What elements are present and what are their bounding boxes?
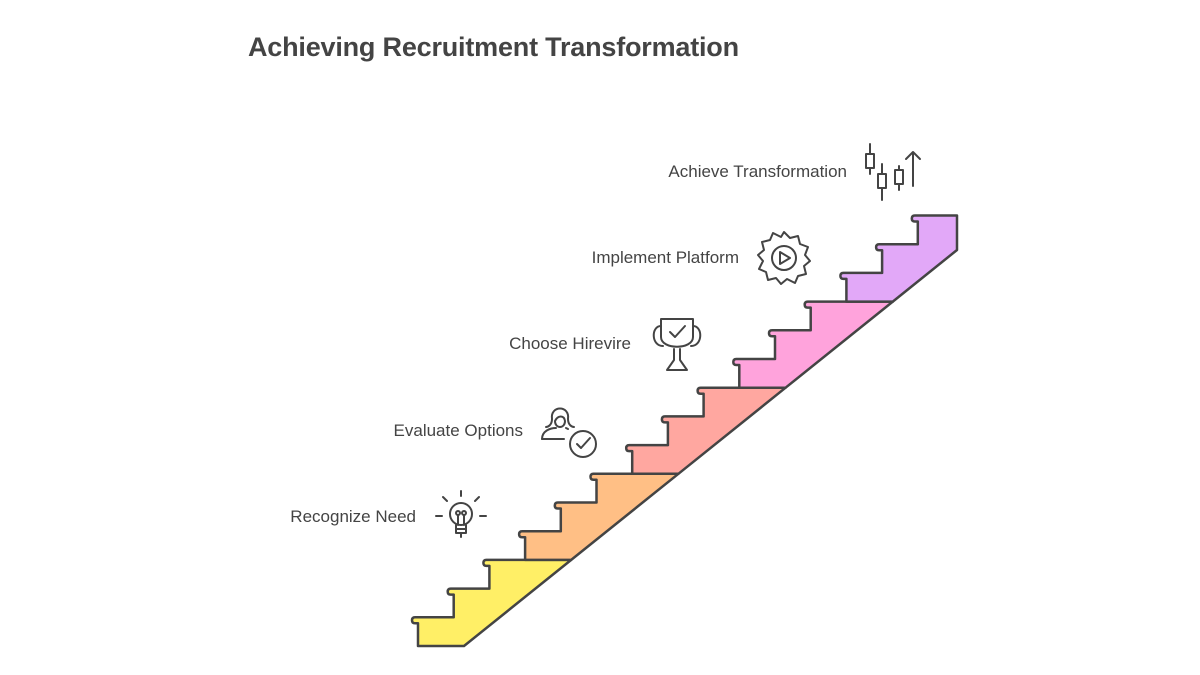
- gear-play-icon: [757, 231, 811, 285]
- stair-section-2: [517, 472, 680, 562]
- step-label-evaluate-options: Evaluate Options: [393, 421, 523, 440]
- diagram-title: Achieving Recruitment Transformation: [248, 32, 739, 62]
- stair-section-4: [732, 300, 895, 389]
- trophy-check-icon: [652, 318, 702, 371]
- stair-section-5: [839, 214, 959, 303]
- candlestick-up-icon: [865, 143, 921, 201]
- user-check-icon: [541, 407, 597, 458]
- step-label-implement-platform: Implement Platform: [591, 248, 739, 267]
- stair-section-1: [410, 558, 573, 648]
- step-label-choose-hirevire: Choose Hirevire: [509, 334, 631, 353]
- step-label-recognize-need: Recognize Need: [290, 507, 416, 526]
- lightbulb-icon: [435, 490, 487, 538]
- step-label-achieve-transformation: Achieve Transformation: [668, 162, 847, 181]
- stair-section-3: [624, 386, 787, 476]
